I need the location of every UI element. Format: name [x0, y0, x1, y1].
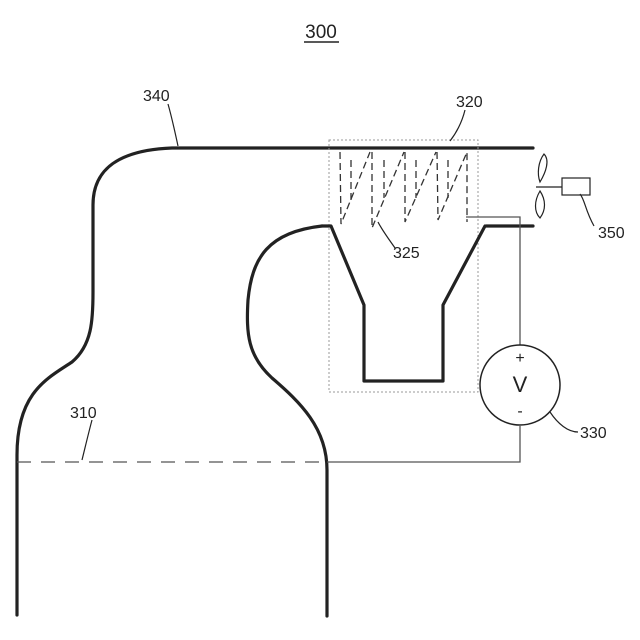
fan-blade-lower — [536, 191, 545, 218]
electrode-array — [340, 152, 467, 228]
fan-blade-upper — [538, 154, 547, 182]
leader-320 — [450, 110, 465, 141]
label-340: 340 — [143, 88, 170, 105]
label-330: 330 — [580, 425, 607, 442]
wire-negative — [327, 426, 520, 462]
leader-310 — [82, 420, 92, 460]
voltage-source-plus: + — [515, 350, 524, 367]
label-350: 350 — [598, 225, 625, 242]
electrode-2 — [372, 152, 404, 228]
wire-positive — [466, 217, 520, 346]
voltage-source-minus: - — [517, 403, 522, 420]
electrode-3 — [405, 152, 436, 222]
figure-number: 300 — [305, 22, 337, 43]
voltage-source-symbol: V — [513, 372, 528, 397]
fan-motor — [562, 178, 590, 195]
electrode-1 — [340, 152, 370, 224]
leader-330 — [550, 412, 578, 432]
body-inner-wall — [247, 226, 327, 616]
label-325: 325 — [393, 245, 420, 262]
electrode-4 — [437, 152, 467, 222]
fan — [536, 154, 591, 218]
label-320: 320 — [456, 94, 483, 111]
label-310: 310 — [70, 405, 97, 422]
leader-340 — [168, 104, 178, 146]
leader-350 — [580, 194, 594, 226]
